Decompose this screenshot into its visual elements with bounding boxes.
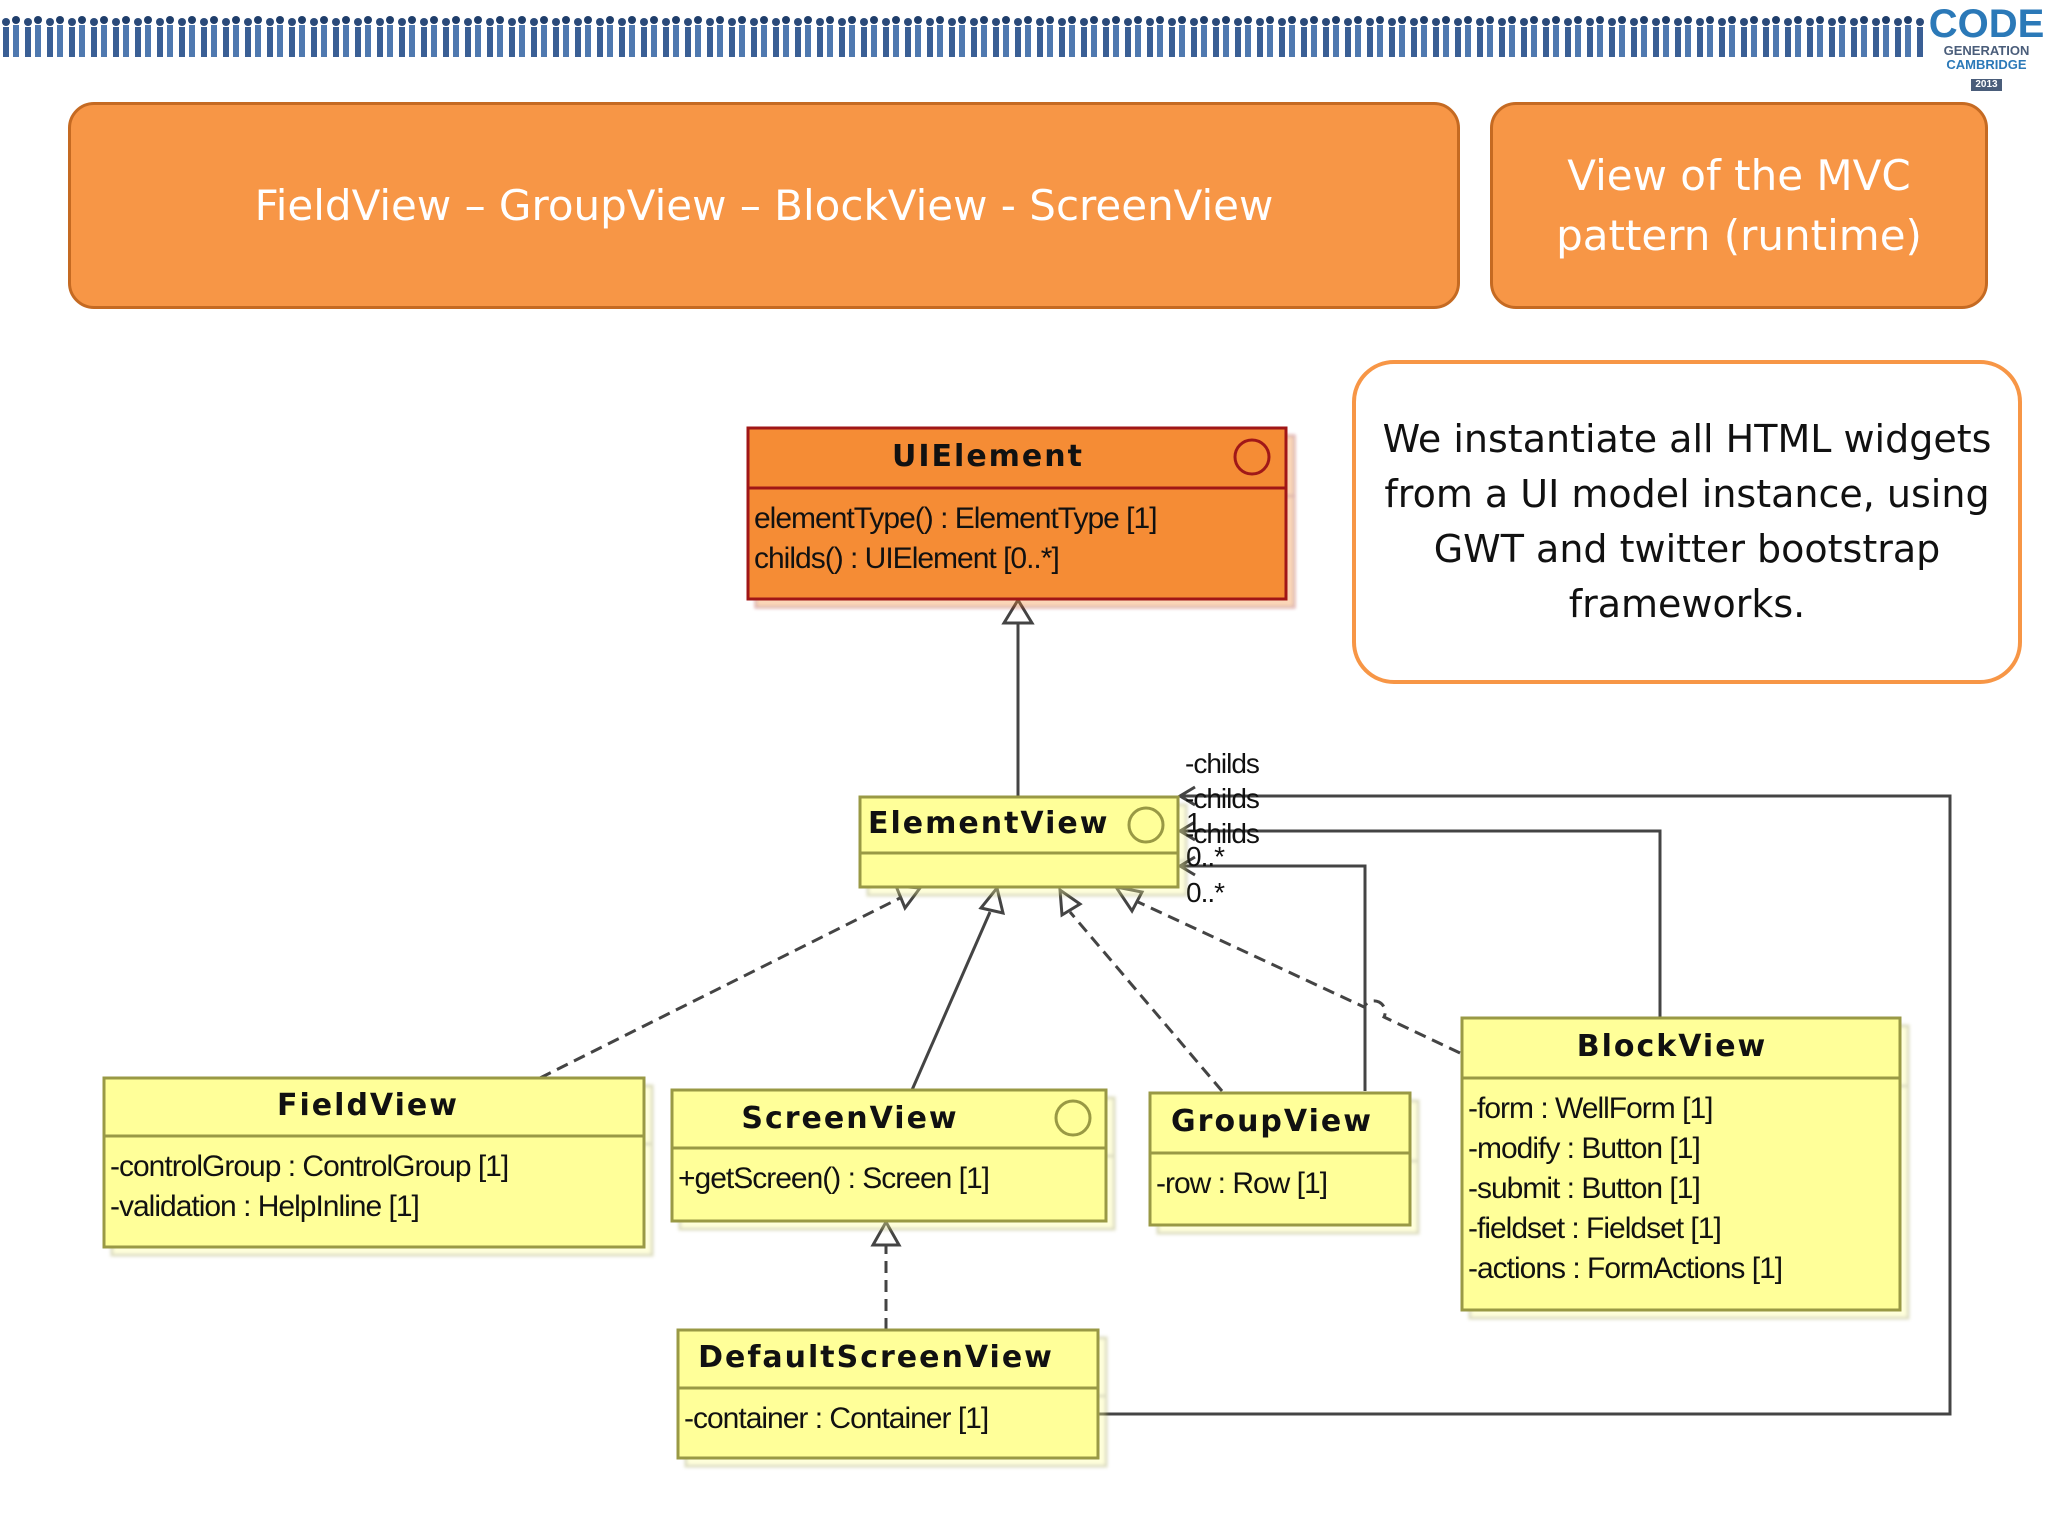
realization-arrowhead-groupview — [1058, 886, 1083, 918]
screenview-attr-1: +getScreen() : Screen [1] — [678, 1162, 989, 1195]
interface-icon — [1127, 806, 1165, 844]
groupview-attr-1: -row : Row [1] — [1156, 1167, 1327, 1200]
class-uielement — [746, 426, 1288, 601]
logo-cambridge-text: CAMBRIDGE — [1946, 57, 2027, 72]
association-arrowhead-1 — [1177, 785, 1196, 807]
class-name-elementview: ElementView — [868, 806, 1109, 841]
blockview-attr-1: -form : WellForm [1] — [1468, 1092, 1712, 1125]
blockview-attr-5: -actions : FormActions [1] — [1468, 1252, 1782, 1285]
defaultscreenview-attr-1: -container : Container [1] — [684, 1402, 988, 1435]
class-screenview — [670, 1088, 1108, 1223]
realization-groupview-elementview — [1068, 911, 1224, 1092]
blockview-attr-2: -modify : Button [1] — [1468, 1132, 1700, 1165]
uielement-attr-2: childs() : UIElement [0..*] — [754, 542, 1059, 575]
class-name-groupview: GroupView — [1171, 1104, 1373, 1139]
slide-subtitle-banner: View of the MVC pattern (runtime) — [1490, 102, 1988, 309]
note-line-1: We instantiate all HTML widgets — [1382, 417, 1992, 461]
role-label-childs-2: -childs — [1185, 783, 1259, 814]
realization-arrowhead-defaultscreenview — [870, 1218, 902, 1247]
class-fieldview — [102, 1076, 646, 1249]
class-defaultscreenview — [676, 1328, 1100, 1460]
association-blockview-childs — [1180, 829, 1662, 1018]
class-elementview — [858, 795, 1180, 889]
header-crowd-graphic — [0, 8, 1925, 60]
realization-arrowhead-fieldview — [893, 884, 923, 912]
role-label-childs-1: -childs — [1185, 748, 1259, 779]
interface-icon — [1233, 438, 1271, 476]
class-name-screenview: ScreenView — [741, 1101, 958, 1136]
realization-fieldview-elementview — [539, 896, 901, 1080]
explanation-note: We instantiate all HTML widgets from a U… — [1352, 360, 2022, 684]
class-name-blockview: BlockView — [1577, 1029, 1768, 1064]
logo-year-text: 2013 — [1971, 79, 2002, 91]
association-defaultscreenview-childs — [1099, 794, 1952, 1416]
association-arrowhead-2 — [1177, 820, 1196, 842]
uielement-attr-1: elementType() : ElementType [1] — [754, 502, 1157, 535]
fieldview-attr-1: -controlGroup : ControlGroup [1] — [110, 1150, 508, 1183]
association-arrowhead-3 — [1177, 855, 1196, 877]
note-line-3: GWT and twitter bootstrap — [1433, 527, 1941, 571]
subtitle-line-1: View of the MVC — [1567, 150, 1911, 200]
logo-code-text: CODE — [1928, 2, 2045, 46]
blockview-attr-4: -fieldset : Fieldset [1] — [1468, 1212, 1721, 1245]
multiplicity-label-1: 1 — [1186, 807, 1201, 838]
class-name-defaultscreenview: DefaultScreenView — [698, 1340, 1054, 1375]
logo-generation-text: GENERATION — [1943, 43, 2030, 58]
code-generation-logo: CODE GENERATION CAMBRIDGE 2013 — [1925, 2, 2048, 91]
note-line-4: frameworks. — [1568, 582, 1806, 626]
connectors — [539, 597, 1952, 1416]
class-name-uielement: UIElement — [892, 439, 1084, 474]
fieldview-attr-2: -validation : HelpInline [1] — [110, 1190, 419, 1223]
multiplicity-label-3: 0..* — [1186, 877, 1225, 908]
class-groupview — [1148, 1091, 1412, 1227]
generalization-screenview-elementview — [910, 911, 992, 1091]
interface-icon — [1054, 1099, 1092, 1137]
note-line-2: from a UI model instance, using — [1384, 472, 1990, 516]
slide-title-banner: FieldView – GroupView – BlockView - Scre… — [68, 102, 1460, 309]
generalization-arrowhead — [1001, 597, 1035, 625]
slide-title: FieldView – GroupView – BlockView - Scre… — [254, 181, 1274, 230]
realization-blockview-elementview — [1137, 900, 1461, 1055]
multiplicity-label-2: 0..* — [1186, 841, 1225, 872]
blockview-attr-3: -submit : Button [1] — [1468, 1172, 1700, 1205]
subtitle-line-2: pattern (runtime) — [1556, 210, 1922, 260]
association-groupview-childs — [1180, 864, 1367, 1091]
generalization-arrowhead-screenview — [978, 884, 1006, 915]
role-label-childs-3: -childs — [1185, 818, 1259, 849]
class-blockview — [1460, 1016, 1902, 1312]
class-name-fieldview: FieldView — [277, 1088, 459, 1123]
realization-arrowhead-blockview — [1112, 884, 1145, 914]
